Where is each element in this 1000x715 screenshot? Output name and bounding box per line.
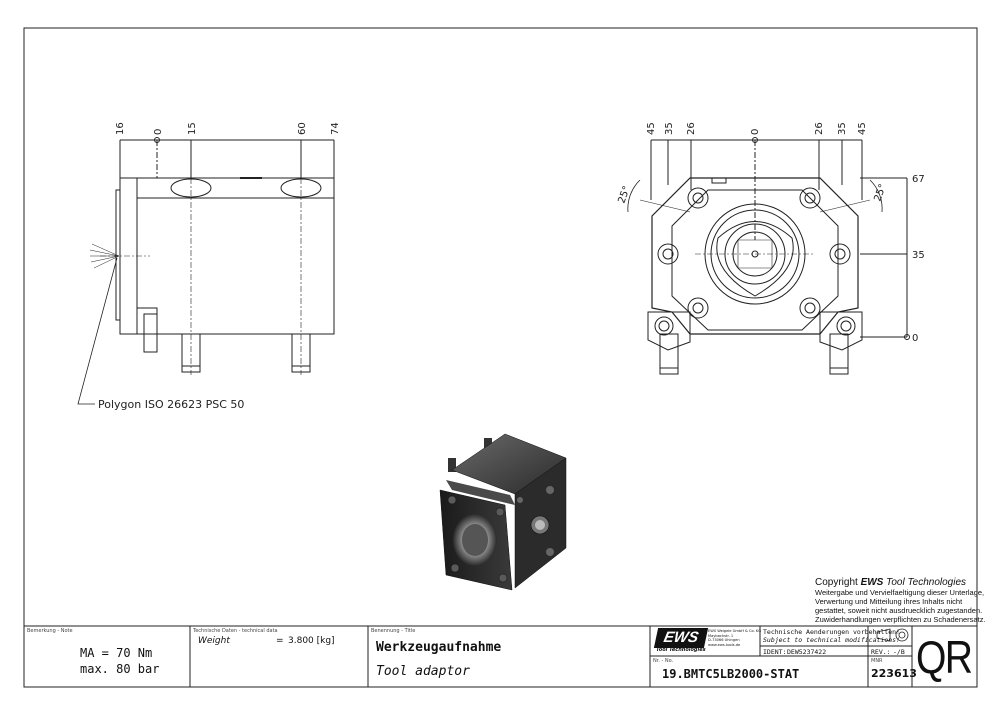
dim-26-left: 26	[686, 122, 697, 135]
side-view	[77, 137, 335, 405]
number-caption: Nr. - No.	[653, 658, 674, 664]
dim-35-side: 35	[912, 250, 925, 261]
drawing-number: 19.BMTC5LB2000-STAT	[662, 667, 800, 681]
title-english: Tool adaptor	[376, 664, 470, 679]
dim-45-right: 45	[857, 122, 868, 135]
copyright-brand: EWS	[860, 577, 884, 588]
title-caption: Benennung - Title	[371, 628, 416, 634]
dim-0-center: 0	[750, 129, 761, 135]
dim-35-right: 35	[837, 122, 848, 135]
side-view-dimension-labels: 16 0 15 60 74	[115, 122, 341, 135]
logo-subtitle: Tool Technologies	[656, 647, 706, 653]
copyright-notice: Copyright EWS Tool Technologies Weiterga…	[815, 577, 986, 624]
dim-45-left: 45	[646, 122, 657, 135]
mnr-value: 223613	[871, 667, 917, 680]
copyright-prefix: Copyright	[815, 577, 861, 588]
weight-value: 3.800 [kg]	[288, 636, 335, 646]
company-address: EWS Weigele GmbH & Co. KG Maybachstr. 1 …	[708, 629, 761, 647]
dim-60: 60	[297, 122, 308, 135]
dim-74: 74	[330, 122, 341, 135]
rev-value: -/B	[893, 648, 905, 656]
weight-label: Weight	[198, 636, 230, 646]
front-view-dimension-labels: 45 35 26 0 26 35 45 67 35 0 25° 25°	[616, 122, 924, 344]
polygon-callout: Polygon ISO 26623 PSC 50	[98, 398, 244, 411]
drawing-frame	[23, 27, 978, 688]
qr-label: QR	[916, 631, 973, 683]
dim-15: 15	[187, 122, 198, 135]
company-line: EWS Weigele GmbH & Co. KG	[708, 629, 762, 633]
ident-label: IDENT:	[763, 648, 787, 656]
company-line: Maybachstr. 1	[708, 633, 734, 638]
mnr-caption: MNR	[871, 658, 883, 664]
copyright-line: Weitergabe und Vervielfaeltigung dieser …	[815, 588, 985, 597]
remark-torque: MA = 70 Nm	[80, 646, 153, 660]
copyright-line: Zuwiderhandlungen verpflichten zu Schade…	[815, 615, 986, 624]
ident-value: DEW5237422	[787, 648, 827, 656]
remark-caption: Bemerkung - Note	[27, 628, 73, 634]
title-german: Werkzeugaufnahme	[376, 640, 502, 655]
front-view	[627, 137, 910, 375]
dim-67: 67	[912, 174, 925, 185]
dim-16: 16	[115, 122, 126, 135]
angle-25-left: 25°	[616, 185, 632, 205]
company-line: www.ews-tools.de	[708, 642, 741, 647]
title-block-grid	[24, 625, 977, 687]
company-line: D-73066 Uhingen	[708, 638, 740, 642]
ews-logo: EWS	[653, 628, 709, 648]
copyright-suffix: Tool Technologies	[883, 577, 967, 588]
change-notice-de: Technische Aenderungen vorbehalten!	[763, 628, 900, 636]
dim-35-left: 35	[664, 122, 675, 135]
copyright-line: Verwertung und Mitteilung ihres Inhalts …	[815, 597, 963, 606]
change-notice-en: Subject to technical modifications!	[763, 636, 900, 644]
isometric-render	[439, 433, 567, 591]
logo-text: EWS	[662, 629, 700, 646]
tech-data-caption: Technische Daten - technical data	[193, 628, 278, 634]
copyright-line: gestattet, soweit nicht ausdruecklich zu…	[815, 606, 983, 615]
dim-0-side: 0	[912, 333, 918, 344]
dim-26-right: 26	[814, 122, 825, 135]
weight-equals: =	[276, 636, 284, 646]
remark-pressure: max. 80 bar	[80, 662, 160, 676]
rev-label: REV.:	[871, 648, 891, 656]
dim-0: 0	[153, 129, 164, 135]
